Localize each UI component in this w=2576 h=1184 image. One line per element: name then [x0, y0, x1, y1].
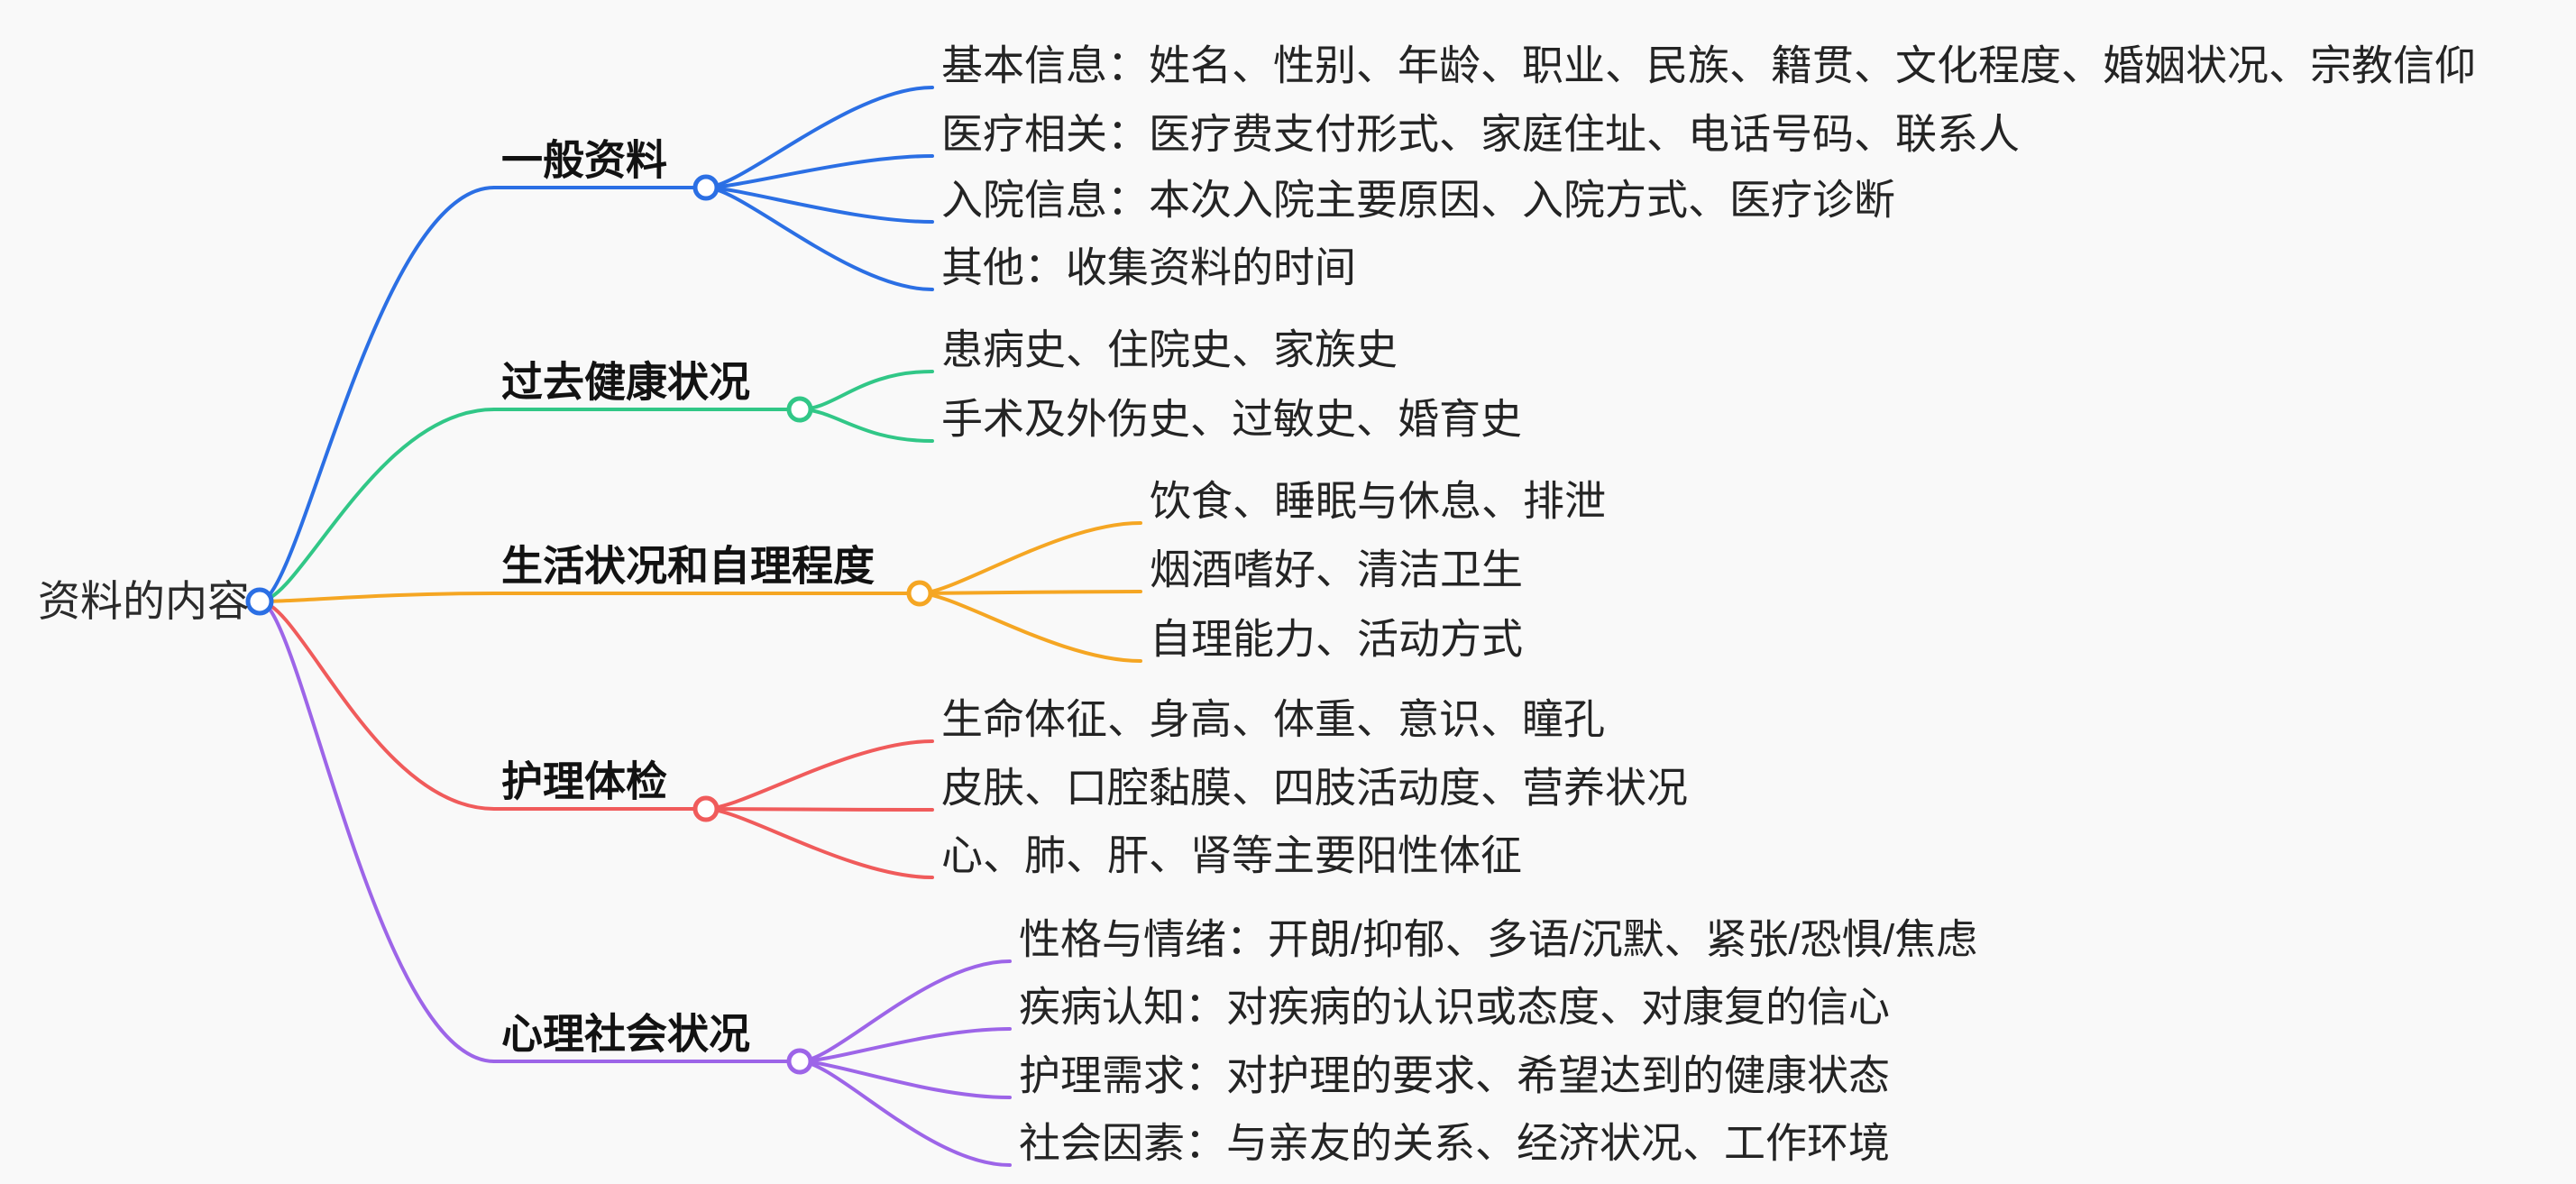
link-leaf [798, 370, 934, 411]
branch-node-psychosocial: 心理社会状况 [501, 1010, 750, 1058]
branch-node-past-health: 过去健康状况 [501, 358, 750, 406]
leaf-node: 社会因素：与亲友的关系、经济状况、工作环境 [1019, 1119, 1890, 1167]
collapse-toggle-icon-general-info[interactable] [692, 174, 720, 201]
leaf-node: 心、肺、肝、肾等主要阳性体征 [941, 831, 1522, 879]
link-leaf [798, 959, 1012, 1063]
link-leaf [918, 592, 1142, 663]
leaf-node: 生命体征、身高、体重、意识、瞳孔 [941, 695, 1605, 743]
link-root-psychosocial [258, 600, 496, 1063]
link-leaf [704, 154, 934, 189]
collapse-toggle-icon-nursing-exam[interactable] [692, 795, 720, 822]
link-leaf [704, 186, 934, 291]
link-leaf [704, 807, 934, 812]
leaf-node: 烟酒嗜好、清洁卫生 [1150, 546, 1523, 593]
branch-node-general-info: 一般资料 [501, 136, 667, 184]
leaf-node: 性格与情绪：开朗/抑郁、多语/沉默、紧张/恐惧/焦虑 [1019, 915, 1978, 963]
collapse-toggle-icon-living-selfcare[interactable] [906, 580, 933, 607]
link-leaf [798, 1027, 1012, 1063]
link-leaf [918, 521, 1142, 595]
link-leaf [798, 1060, 1012, 1167]
branch-node-living-selfcare: 生活状况和自理程度 [501, 542, 875, 590]
link-leaf [704, 739, 934, 811]
leaf-node: 其他：收集资料的时间 [941, 243, 1356, 291]
leaf-node: 护理需求：对护理的要求、希望达到的健康状态 [1019, 1051, 1890, 1099]
leaf-node: 疾病认知：对疾病的认识或态度、对康复的信心 [1019, 983, 1890, 1031]
leaf-node: 饮食、睡眠与休息、排泄 [1150, 477, 1606, 525]
link-leaf [918, 590, 1142, 595]
link-leaf [798, 1060, 1012, 1099]
collapse-toggle-icon-psychosocial[interactable] [786, 1048, 813, 1075]
link-root-past-health [258, 408, 496, 603]
link-root-living-selfcare [258, 592, 496, 603]
leaf-node: 皮肤、口腔黏膜、四肢活动度、营养状况 [941, 764, 1688, 812]
link-root-nursing-exam [258, 600, 496, 811]
link-leaf [704, 186, 934, 224]
collapse-toggle-icon-past-health[interactable] [786, 396, 813, 423]
branch-node-nursing-exam: 护理体检 [501, 757, 667, 805]
link-root-general-info [258, 186, 496, 603]
root-node: 资料的内容 [38, 577, 250, 626]
root-collapse-toggle-icon[interactable] [245, 587, 274, 616]
leaf-node: 自理能力、活动方式 [1150, 615, 1523, 663]
leaf-node: 入院信息：本次入院主要原因、入院方式、医疗诊断 [941, 176, 1895, 224]
link-leaf [704, 86, 934, 189]
leaf-node: 手术及外伤史、过敏史、婚育史 [941, 395, 1522, 443]
leaf-node: 基本信息：姓名、性别、年龄、职业、民族、籍贯、文化程度、婚姻状况、宗教信仰 [941, 41, 2476, 89]
leaf-node: 医疗相关：医疗费支付形式、家庭住址、电话号码、联系人 [941, 110, 2020, 158]
leaf-node: 患病史、住院史、家族史 [941, 326, 1398, 373]
link-leaf [704, 807, 934, 879]
link-leaf [798, 408, 934, 443]
